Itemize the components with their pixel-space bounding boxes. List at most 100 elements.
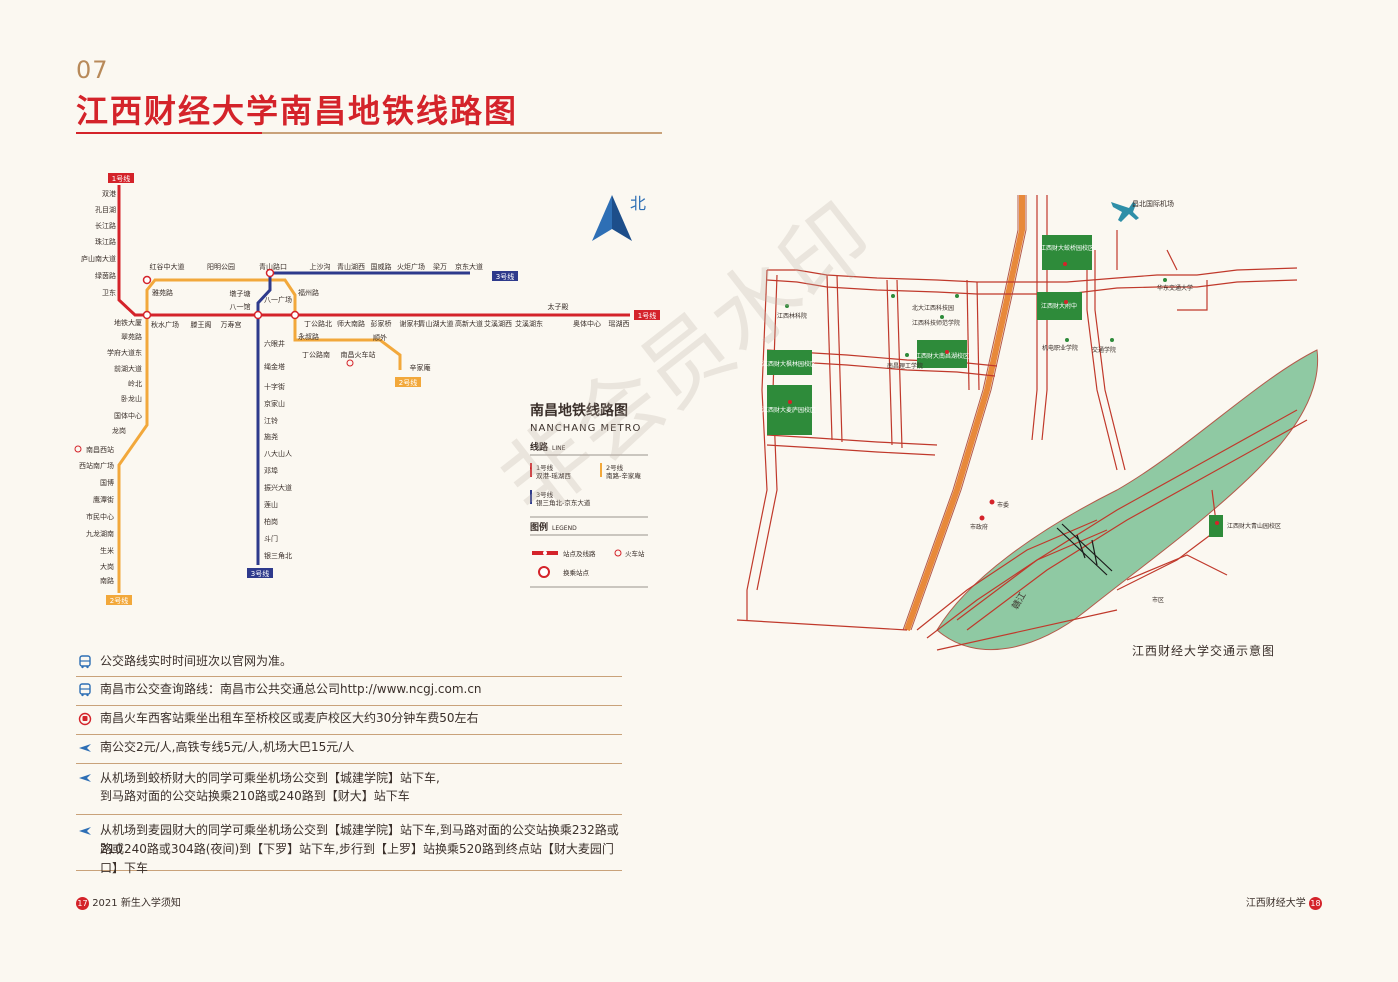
bridge-icon [1056,523,1113,576]
svg-text:红谷中大道: 红谷中大道 [150,262,185,271]
svg-text:市委: 市委 [997,501,1009,509]
svg-text:施尧: 施尧 [264,432,278,441]
svg-text:地铁大厦: 地铁大厦 [114,318,142,327]
airport-icon: 昌北国际机场 [1111,199,1174,222]
svg-text:长江路: 长江路 [95,221,116,230]
line3-label-right: 3号线 [492,271,518,281]
svg-text:青山湖西: 青山湖西 [337,262,365,271]
svg-text:邓埠: 邓埠 [264,466,278,475]
svg-text:北: 北 [630,194,646,213]
metro-station-labels: 双港 孔目湖 长江路 珠江路 庐山南大道 绿茵路 卫东 地铁大厦 秋水广场 滕王… [79,189,630,585]
svg-text:大岗: 大岗 [100,562,114,571]
svg-text:江西科技师范学院: 江西科技师范学院 [912,319,960,327]
line1-label-right: 1号线 [634,310,660,320]
svg-text:十字街: 十字街 [264,382,285,391]
svg-text:江西财大附中: 江西财大附中 [1041,302,1077,310]
svg-text:卧龙山: 卧龙山 [121,394,142,403]
svg-text:NANCHANG METRO: NANCHANG METRO [530,423,641,434]
svg-text:市政府: 市政府 [970,523,988,531]
svg-text:1号线: 1号线 [638,311,656,320]
svg-text:绿茵路: 绿茵路 [95,271,116,280]
svg-text:银三角北: 银三角北 [264,551,292,560]
svg-text:西站南广场: 西站南广场 [79,461,114,470]
svg-text:3号线: 3号线 [496,272,514,281]
info-row-5: 从机场到蛟桥财大的同学可乘坐机场公交到【城建学院】站下车, 到马路对面的公交站换… [76,763,622,815]
svg-text:八一广场: 八一广场 [264,295,292,304]
svg-text:江铃: 江铃 [264,416,278,425]
line2-label-right: 2号线 [395,377,421,387]
svg-text:柏岗: 柏岗 [264,517,278,526]
svg-text:上沙沟: 上沙沟 [310,262,331,271]
footer-right: 江西财经大学 18 [1246,894,1322,910]
svg-text:国体中心: 国体中心 [114,411,142,420]
svg-text:翠苑路: 翠苑路 [121,332,142,341]
svg-text:斗门: 斗门 [264,534,278,543]
svg-text:卫东: 卫东 [102,288,116,297]
star-markers [788,262,1219,525]
svg-text:火车站: 火车站 [625,549,645,558]
svg-text:福州路: 福州路 [298,288,319,297]
footer-right-text: 江西财经大学 [1245,898,1306,909]
metro-legend: 南昌地铁线路图 NANCHANG METRO 线路 LINE 1号线 双港-瑶湖… [530,402,648,588]
svg-text:江西林科院: 江西林科院 [777,312,807,320]
svg-text:珠江路: 珠江路 [95,237,116,246]
svg-text:彭家桥: 彭家桥 [371,319,392,328]
svg-text:1号线: 1号线 [112,174,130,183]
svg-text:学府大道东: 学府大道东 [107,348,142,357]
plane-icon [79,774,91,782]
info-row-2: 南昌市公交查询路线：南昌市公共交通总公司http://www.ncgj.com.… [76,676,622,706]
svg-text:绳金塔: 绳金塔 [264,362,285,371]
svg-text:谢家村: 谢家村 [400,319,421,328]
page-number-right: 18 [1309,896,1322,910]
svg-text:高新大道: 高新大道 [455,319,483,328]
page-number-left: 17 [76,896,89,910]
svg-text:2号线: 2号线 [399,378,417,387]
svg-text:京东大道: 京东大道 [455,262,483,271]
svg-text:江西财大南昌湖校区: 江西财大南昌湖校区 [915,352,969,360]
svg-text:机电职业学院: 机电职业学院 [1042,344,1078,352]
svg-text:庐山南大道: 庐山南大道 [81,254,116,263]
svg-text:换乘站点: 换乘站点 [563,568,590,577]
info-text-line2: 路或240路或304路(夜间)到【下罗】站下车,步行到【上罗】站换乘520路到终… [100,842,614,875]
river-ganjiang [936,349,1319,651]
svg-text:3号线: 3号线 [536,490,554,499]
metro-map: 1号线 1号线 2号线 2号线 3号线 3号线 北 双港 孔目湖 长江路 珠江路… [74,173,660,605]
train-icon [78,712,92,726]
svg-text:江西财大麦庐园校区: 江西财大麦庐园校区 [762,406,816,414]
svg-text:3号线: 3号线 [251,569,269,578]
place-dots [785,278,1167,357]
svg-text:南昌地铁线路图: 南昌地铁线路图 [530,402,628,419]
svg-text:岭北: 岭北 [128,379,142,388]
footer-left: 17 2021 新生入学须知 [76,894,181,910]
svg-text:青山湖大道: 青山湖大道 [419,319,454,328]
svg-text:京家山: 京家山 [264,399,285,408]
svg-text:奥体中心: 奥体中心 [573,319,601,328]
svg-text:八一馆: 八一馆 [230,302,251,311]
info-row-6: 从机场到麦园财大的同学可乘坐机场公交到【城建学院】站下车,到马路对面的公交站换乘… [76,814,622,875]
svg-text:江西财大蛟桥园校区: 江西财大蛟桥园校区 [1040,244,1094,252]
campus-label-qingshan: 江西财大青山园校区 [1227,522,1281,530]
svg-text:南昌理工学院: 南昌理工学院 [887,362,923,370]
transfer-station-icons [142,268,300,320]
svg-text:阳明公园: 阳明公园 [207,262,235,271]
svg-text:北大江西科技园: 北大江西科技园 [912,304,954,312]
info-row-1: 公交路线实时时间班次以官网为准。 [76,650,622,677]
svg-text:前湖大道: 前湖大道 [114,364,142,373]
svg-text:丁公路北: 丁公路北 [304,319,332,328]
info-text: 南公交2元/人,高铁专线5元/人,机场大巴15元/人 [100,740,355,754]
title-rule [76,132,662,134]
svg-text:振兴大道: 振兴大道 [264,483,292,492]
svg-text:万寿宫: 万寿宫 [221,320,242,329]
svg-text:双港: 双港 [102,189,116,198]
place-labels: 江西林科院 北大江西科技园 江西科技师范学院 南昌理工学院 华东交通大学 机电职… [777,284,1193,604]
info-text: 从机场到蛟桥财大的同学可乘坐机场公交到【城建学院】站下车, [100,771,440,785]
svg-text:国威路: 国威路 [371,262,392,271]
plane-icon [79,827,91,835]
svg-text:站点及线路: 站点及线路 [563,549,596,558]
road-main-diagonal [904,195,1025,632]
info-text: 南昌火车西客站乘坐出租车至桥校区或麦庐校区大约30分钟车费50左右 [100,711,479,725]
svg-text:师大南路: 师大南路 [337,319,365,328]
svg-text:江西财大枫林园校区: 江西财大枫林园校区 [762,360,816,368]
svg-text:龙岗: 龙岗 [112,426,126,435]
svg-text:八大山人: 八大山人 [264,449,292,458]
